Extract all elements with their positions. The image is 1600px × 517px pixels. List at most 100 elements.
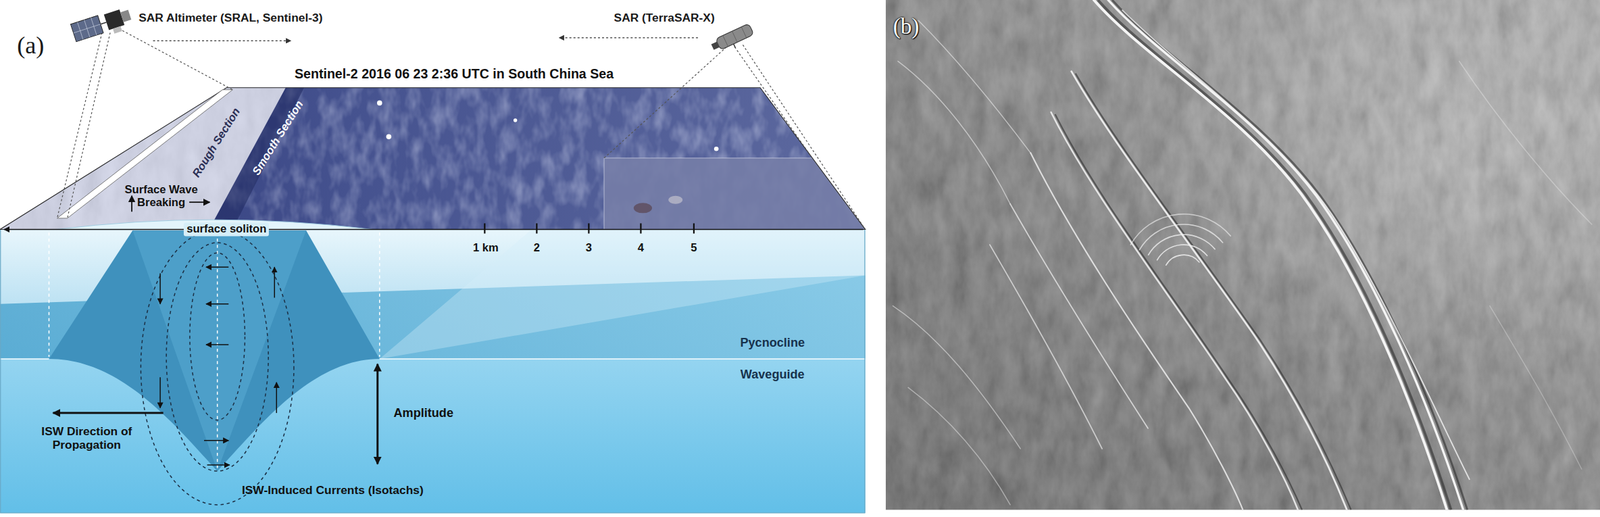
current-arrow xyxy=(204,439,229,442)
satellite-view-lines xyxy=(57,30,866,230)
streak xyxy=(908,387,1011,505)
sar-image xyxy=(885,0,1600,510)
surface-outline xyxy=(0,87,866,230)
projection-line xyxy=(48,232,50,357)
current-arrow xyxy=(206,303,229,305)
streak xyxy=(918,20,1031,153)
ring-crest xyxy=(1148,234,1215,255)
view-line xyxy=(742,44,865,230)
panel-letter: (a) xyxy=(16,31,44,61)
image-title: Sentinel-2 2016 06 23 2:36 UTC in South … xyxy=(294,65,614,82)
isotachs xyxy=(140,229,294,505)
bright-spot xyxy=(714,146,719,152)
scale-tick xyxy=(483,222,486,234)
front-edge-arrow xyxy=(4,229,864,231)
scale-label: 1 km xyxy=(472,241,499,255)
sar-background xyxy=(885,0,1600,510)
streak xyxy=(892,306,1021,449)
propagation-arrow xyxy=(53,412,164,415)
satellite-antenna xyxy=(112,26,123,34)
breaking-direction-arrow xyxy=(189,201,210,203)
scale-label: 2 xyxy=(533,241,540,255)
bright-spot xyxy=(377,100,383,107)
flight-direction-arrow xyxy=(153,40,292,42)
amplitude-arrow xyxy=(376,364,379,465)
wave-shadows xyxy=(1055,0,1468,510)
terrasar-patch xyxy=(604,158,866,230)
current-arrow xyxy=(276,382,278,413)
wave-shadow xyxy=(1097,0,1452,510)
bright-spot xyxy=(386,133,392,140)
bright-spot xyxy=(513,118,517,122)
satellite-antenna xyxy=(733,43,736,48)
view-line xyxy=(604,46,727,158)
streak xyxy=(897,61,1011,205)
solar-panel xyxy=(70,15,104,42)
isotach xyxy=(140,229,294,505)
ring-crest xyxy=(1130,214,1231,245)
wave-crest xyxy=(1030,152,1243,510)
satellite-stripe xyxy=(722,27,747,47)
scale-tick xyxy=(693,222,695,234)
slick-spot xyxy=(633,202,653,213)
current-arrow xyxy=(207,464,230,466)
panel-grid xyxy=(70,15,104,42)
wave-crest xyxy=(1093,0,1448,510)
satellite-label: SAR (TerraSAR-X) xyxy=(614,11,715,25)
perspective-face xyxy=(379,230,866,359)
current-arrow xyxy=(159,272,161,304)
view-line xyxy=(734,46,813,158)
isotach xyxy=(189,252,246,420)
slick-spot xyxy=(668,195,683,205)
scale-ticks xyxy=(484,222,694,234)
wave-crest xyxy=(1108,0,1464,510)
satellite-module xyxy=(711,41,720,50)
ring-crest xyxy=(1166,254,1200,265)
satellite-module xyxy=(120,10,132,23)
wave-shadow xyxy=(1075,73,1352,511)
annotation-label: Surface Wave Breaking xyxy=(114,183,209,209)
section-label: Rough Section xyxy=(189,105,243,180)
panel-arm xyxy=(100,22,107,25)
ring-crest xyxy=(1139,224,1223,250)
rough-texture xyxy=(0,87,307,230)
soliton-face xyxy=(132,230,307,471)
current-arrow xyxy=(206,343,229,346)
sar-satellite xyxy=(710,23,757,57)
streak xyxy=(1489,306,1582,469)
annotation-label: ISW Direction of Propagation xyxy=(26,425,147,453)
satellite-body xyxy=(715,23,755,50)
current-arrow xyxy=(159,377,161,408)
flight-direction-arrow xyxy=(559,37,698,38)
projection-line xyxy=(379,232,381,357)
wave-crest xyxy=(1122,10,1469,480)
layer-label: Pycnocline xyxy=(739,335,805,350)
scale-tick xyxy=(535,222,538,234)
current-arrows xyxy=(160,266,277,465)
wave-crest xyxy=(1051,112,1298,510)
scale-tick xyxy=(639,222,642,234)
sar-speckle xyxy=(885,0,1600,510)
isotach xyxy=(166,242,269,471)
streak xyxy=(1459,61,1592,225)
panel-letter: (b) xyxy=(893,13,920,40)
water-outline xyxy=(0,229,865,513)
smooth-section xyxy=(0,87,866,230)
wave-crest xyxy=(1071,71,1348,511)
water-column xyxy=(0,229,866,513)
wave-crests xyxy=(892,0,1592,510)
view-line xyxy=(122,30,233,90)
wave-shadow xyxy=(1055,114,1303,510)
ring-crest xyxy=(1157,244,1208,261)
scale-label: 3 xyxy=(585,241,592,255)
sar-glow xyxy=(885,0,1600,510)
layer-label: Waveguide xyxy=(740,366,805,382)
section-label: Smooth Section xyxy=(249,97,306,178)
annotation-label: surface soliton xyxy=(183,222,269,236)
pycnocline-line xyxy=(0,358,866,360)
current-arrow xyxy=(206,266,229,269)
scale-label: 4 xyxy=(637,241,644,255)
projection-line xyxy=(216,232,219,469)
